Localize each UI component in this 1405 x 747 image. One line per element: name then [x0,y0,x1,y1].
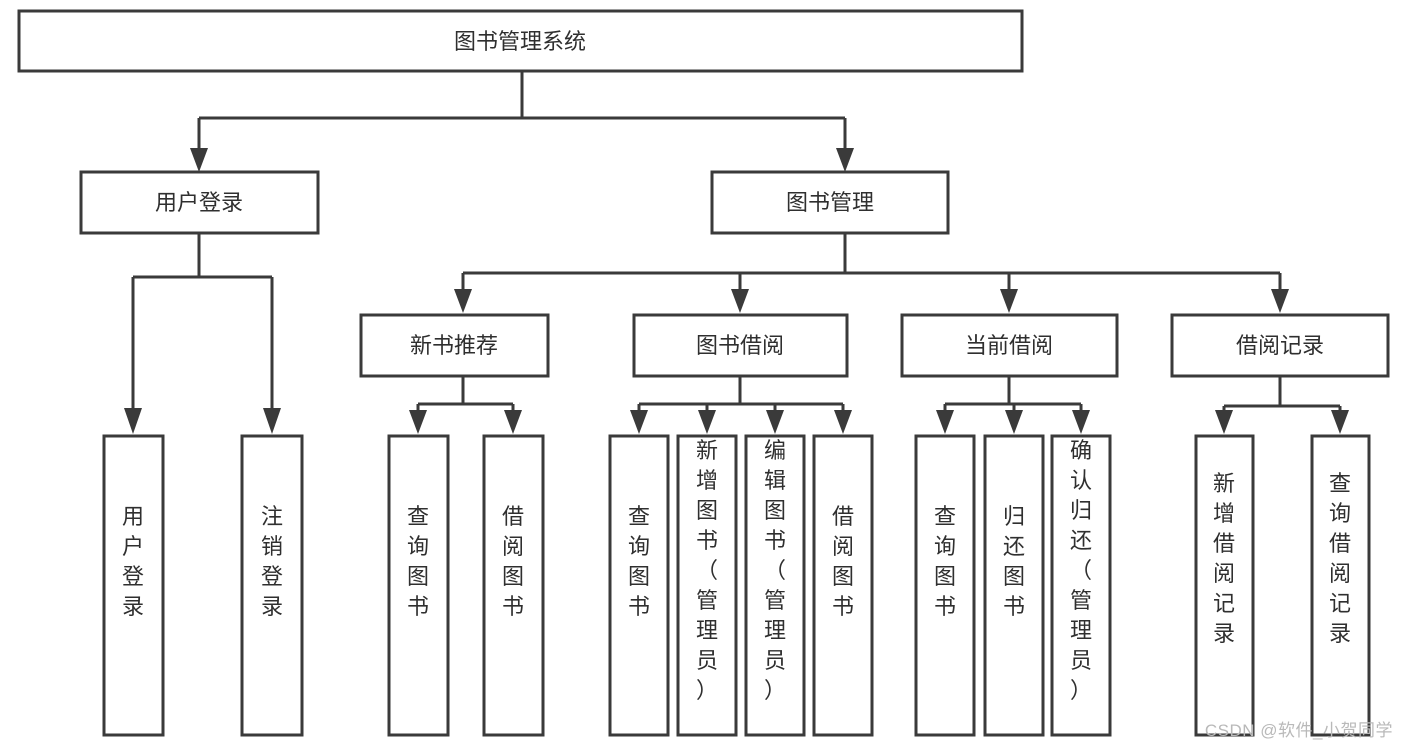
node-new-book-recommendation[interactable]: 新书推荐 [359,313,550,378]
node-leaf-box [744,434,806,737]
node-leaf-box [914,434,976,737]
node-borrowing-records[interactable]: 借阅记录 [1170,313,1390,378]
node-book-management-box [710,170,950,235]
connector-borrowbook-to-leaves [630,376,852,434]
node-leaf-borrow-books-borrow-label: 借阅图书 [832,504,854,619]
node-leaf-box [482,434,545,737]
node-leaf-user-login[interactable]: 用户登录 [102,434,165,737]
arrow-icon [190,148,208,172]
node-root-book-management-system[interactable]: 图书管理系统 [17,9,1024,73]
node-leaf-box [240,434,304,737]
node-leaf-box [1194,434,1255,737]
node-leaf-query-books-current-label: 查询图书 [934,504,956,619]
node-new-book-recommendation-box [359,313,550,378]
node-user-login-label: 用户登录 [155,190,243,215]
arrow-icon [1271,289,1289,313]
node-leaf-box [1050,434,1112,737]
node-leaf-add-book-admin-label: 新增图书（管理员） [696,438,718,703]
node-user-login-box [79,170,320,235]
node-leaf-query-books-borrow-label: 查询图书 [628,504,650,619]
node-leaf-edit-book-admin-label: 编辑图书（管理员） [764,438,786,703]
node-leaf-query-books-borrow[interactable]: 查询图书 [608,434,670,737]
connector-currentborrow-to-leaves [936,376,1090,434]
arrow-icon [1000,289,1018,313]
arrow-icon [124,408,142,434]
arrow-icon [263,408,281,434]
node-book-borrowing-box [632,313,849,378]
arrow-icon [836,148,854,172]
node-leaf-edit-book-admin[interactable]: 编辑图书（管理员） [744,434,806,737]
node-leaf-query-borrow-record[interactable]: 查询借阅记录 [1310,434,1371,737]
node-leaf-add-borrow-record[interactable]: 新增借阅记录 [1194,434,1255,737]
node-new-book-recommendation-label: 新书推荐 [410,333,498,358]
node-book-borrowing-label: 图书借阅 [696,333,784,358]
arrow-icon [504,410,522,434]
node-leaf-box [812,434,874,737]
arrow-icon [630,410,648,434]
arrow-icon [936,410,954,434]
node-root-label: 图书管理系统 [454,29,586,54]
node-leaf-logout-label: 注销登录 [261,504,283,619]
node-current-borrowing[interactable]: 当前借阅 [900,313,1119,378]
node-leaf-return-books-label: 归还图书 [1003,504,1025,619]
node-leaf-borrow-books-rec-label: 借阅图书 [502,504,524,619]
node-leaf-user-login-label: 用户登录 [122,504,144,619]
arrow-icon [766,410,784,434]
node-leaf-borrow-books-rec[interactable]: 借阅图书 [482,434,545,737]
node-root-box [17,9,1024,73]
arrow-icon [454,289,472,313]
node-leaf-box [102,434,165,737]
node-book-management-label: 图书管理 [786,190,874,215]
connector-newbook-to-leaves [409,376,522,434]
node-leaf-query-books-current[interactable]: 查询图书 [914,434,976,737]
node-leaf-query-books-rec[interactable]: 查询图书 [387,434,450,737]
node-leaf-confirm-return-admin[interactable]: 确认归还（管理员） [1050,434,1112,737]
node-leaf-return-books[interactable]: 归还图书 [983,434,1045,737]
node-current-borrowing-label: 当前借阅 [965,333,1053,358]
node-leaf-add-borrow-record-label: 新增借阅记录 [1213,471,1235,646]
arrow-icon [1072,410,1090,434]
arrow-icon [1215,410,1233,434]
node-leaf-logout[interactable]: 注销登录 [240,434,304,737]
connector-borrowrecord-to-leaves [1215,376,1349,434]
connector-root-to-level2 [190,71,854,172]
node-current-borrowing-box [900,313,1119,378]
arrow-icon [409,410,427,434]
node-leaf-box [983,434,1045,737]
node-book-borrowing[interactable]: 图书借阅 [632,313,849,378]
node-leaf-box [608,434,670,737]
node-leaf-box [1310,434,1371,737]
node-leaf-query-borrow-record-label: 查询借阅记录 [1329,471,1351,646]
arrow-icon [698,410,716,434]
arrow-icon [834,410,852,434]
arrow-icon [1331,410,1349,434]
node-leaf-borrow-books-borrow[interactable]: 借阅图书 [812,434,874,737]
node-book-management[interactable]: 图书管理 [710,170,950,235]
node-borrowing-records-label: 借阅记录 [1236,333,1324,358]
arrow-icon [1005,410,1023,434]
node-leaf-box [676,434,738,737]
connector-userlogin-to-leaves [124,233,281,434]
node-leaf-confirm-return-admin-label: 确认归还（管理员） [1070,438,1092,703]
connector-bookmgmt-to-level3 [454,233,1289,313]
node-leaf-add-book-admin[interactable]: 新增图书（管理员） [676,434,738,737]
node-leaf-box [387,434,450,737]
node-leaf-query-books-rec-label: 查询图书 [407,504,429,619]
node-user-login[interactable]: 用户登录 [79,170,320,235]
arrow-icon [731,289,749,313]
node-borrowing-records-box [1170,313,1390,378]
